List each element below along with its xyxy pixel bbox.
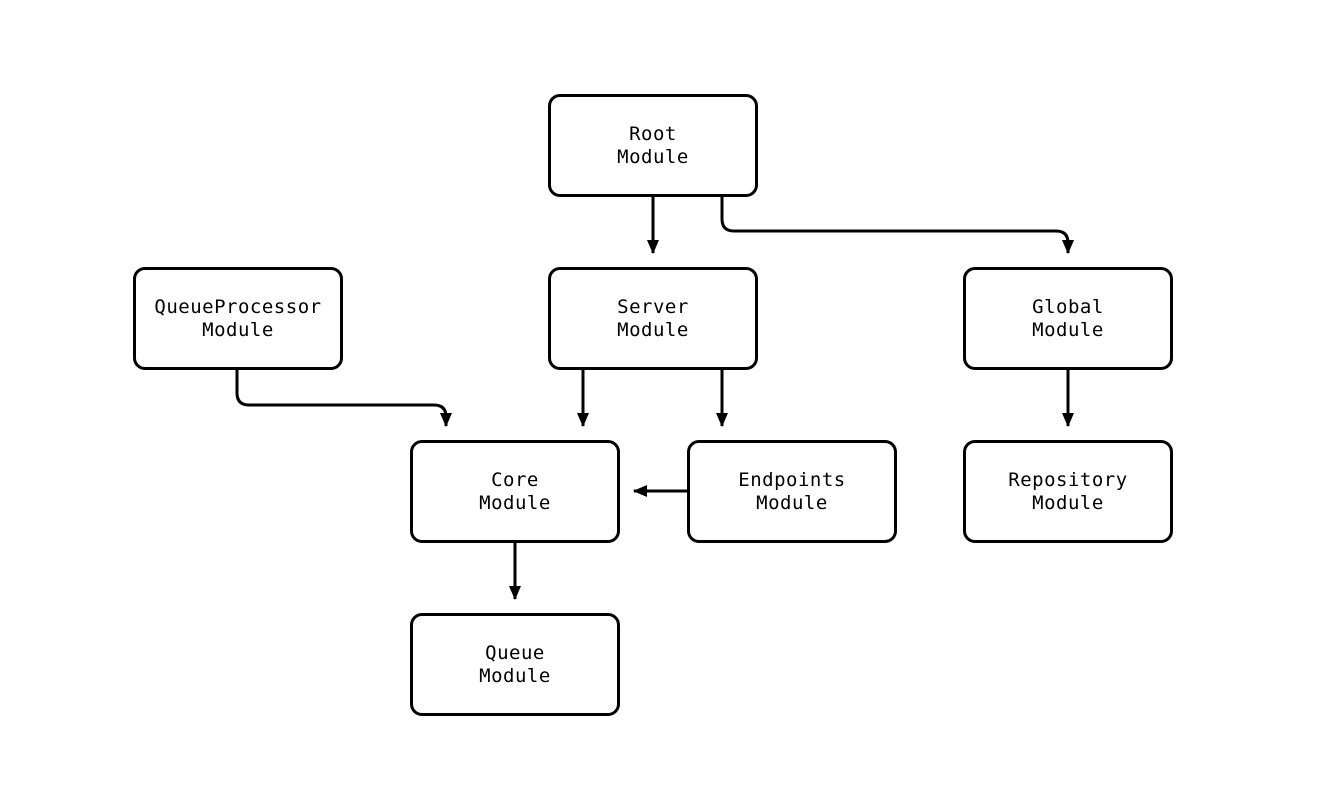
node-endpoints-module[interactable]: Endpoints Module bbox=[687, 440, 897, 543]
node-root-module[interactable]: Root Module bbox=[548, 94, 758, 197]
node-server-module[interactable]: Server Module bbox=[548, 267, 758, 370]
node-core-module-label-line2: Module bbox=[479, 491, 551, 514]
node-repository-module-label-line2: Module bbox=[1032, 491, 1104, 514]
edge-queueprocessor-to-core bbox=[235, 370, 452, 427]
node-global-module-label-line2: Module bbox=[1032, 318, 1104, 341]
node-global-module-label-line1: Global bbox=[1032, 295, 1104, 318]
node-core-module[interactable]: Core Module bbox=[410, 440, 620, 543]
node-queueprocessor-module[interactable]: QueueProcessor Module bbox=[133, 267, 343, 370]
node-server-module-label-line2: Module bbox=[617, 318, 689, 341]
node-queue-module-label-line2: Module bbox=[479, 664, 551, 687]
node-queueprocessor-module-label-line2: Module bbox=[202, 318, 274, 341]
node-repository-module[interactable]: Repository Module bbox=[963, 440, 1173, 543]
node-repository-module-label-line1: Repository bbox=[1008, 468, 1128, 491]
node-queue-module-label-line1: Queue bbox=[485, 641, 545, 664]
node-endpoints-module-label-line1: Endpoints bbox=[738, 468, 846, 491]
node-endpoints-module-label-line2: Module bbox=[756, 491, 828, 514]
node-queueprocessor-module-label-line1: QueueProcessor bbox=[154, 295, 322, 318]
edge-root-to-global bbox=[720, 197, 1074, 254]
node-queue-module[interactable]: Queue Module bbox=[410, 613, 620, 716]
node-root-module-label-line1: Root bbox=[629, 122, 677, 145]
node-core-module-label-line1: Core bbox=[491, 468, 539, 491]
node-global-module[interactable]: Global Module bbox=[963, 267, 1173, 370]
node-root-module-label-line2: Module bbox=[617, 145, 689, 168]
node-server-module-label-line1: Server bbox=[617, 295, 689, 318]
